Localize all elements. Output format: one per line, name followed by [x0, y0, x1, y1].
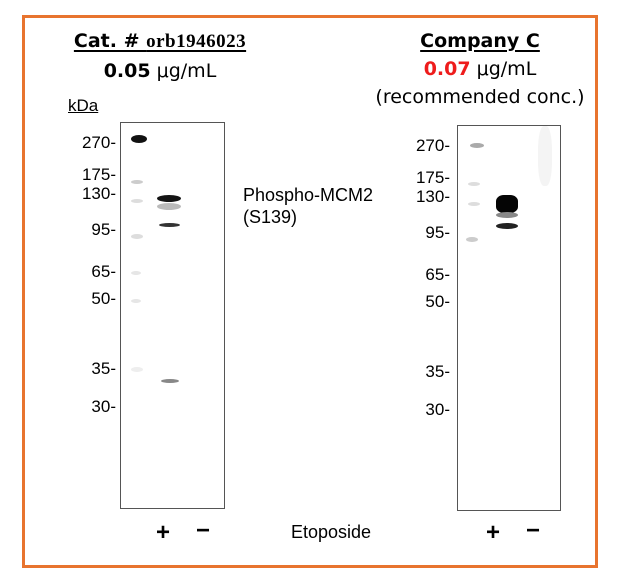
cat-number: orb1946023: [146, 31, 247, 52]
target-band-130: [496, 195, 518, 213]
mw-marker: 35-: [425, 362, 450, 381]
company-name: Company C: [420, 30, 540, 52]
ladder-band: [466, 237, 478, 242]
left-title: Cat. # orb1946023: [60, 30, 260, 53]
right-conc-unit: μg/mL: [470, 58, 537, 80]
kda-label: kDa: [68, 96, 99, 115]
ladder-band-270: [131, 135, 147, 143]
left-lane-plus: +: [156, 519, 171, 546]
target-band-33: [161, 379, 179, 383]
right-concentration: 0.07 μg/mL: [370, 58, 590, 80]
right-conc-value: 0.07: [423, 58, 471, 80]
target-site: (S139): [243, 207, 298, 227]
target-band-130: [157, 195, 181, 202]
ladder-band: [131, 180, 143, 184]
target-band-diffuse: [157, 203, 181, 210]
ladder-band: [131, 234, 143, 239]
ladder-band: [131, 367, 143, 372]
ladder-band: [468, 182, 480, 186]
right-lane-minus: −: [526, 517, 541, 544]
right-title: Company C: [370, 30, 590, 52]
left-conc-value: 0.05: [103, 60, 151, 82]
mw-marker: 50-: [425, 292, 450, 311]
left-conc-unit: μg/mL: [150, 60, 217, 82]
mw-marker: 30-: [91, 397, 116, 416]
target-band-100: [496, 223, 518, 229]
mw-marker: 130-: [415, 187, 450, 206]
target-band-diffuse: [496, 212, 518, 218]
figure-frame: [22, 15, 598, 568]
mw-marker: 270-: [81, 133, 116, 152]
mw-marker: 95-: [91, 220, 116, 239]
ladder-band-270: [470, 143, 484, 148]
cat-label: Cat. #: [73, 30, 147, 52]
mw-marker: 35-: [91, 359, 116, 378]
ladder-band: [468, 202, 480, 206]
right-note: (recommended conc.): [375, 86, 585, 108]
left-concentration: 0.05 μg/mL: [60, 60, 260, 82]
right-blot: [457, 125, 561, 511]
ladder-band: [131, 199, 143, 203]
ladder-band: [131, 271, 141, 275]
ladder-band: [131, 299, 141, 303]
mw-marker: 130-: [81, 184, 116, 203]
mw-marker: 65-: [425, 265, 450, 284]
mw-marker: 175-: [81, 165, 116, 184]
mw-marker: 50-: [91, 289, 116, 308]
lane-smear: [538, 126, 552, 186]
mw-marker: 30-: [425, 400, 450, 419]
right-lane-plus: +: [486, 519, 501, 546]
mw-marker: 175-: [415, 168, 450, 187]
mw-marker: 95-: [425, 223, 450, 242]
treatment-label: Etoposide: [291, 522, 372, 542]
mw-marker: 270-: [415, 136, 450, 155]
left-lane-minus: −: [196, 517, 211, 544]
target-name: Phospho-MCM2: [243, 185, 374, 205]
target-band-100: [159, 223, 180, 227]
left-blot: [120, 122, 225, 509]
mw-marker: 65-: [91, 262, 116, 281]
